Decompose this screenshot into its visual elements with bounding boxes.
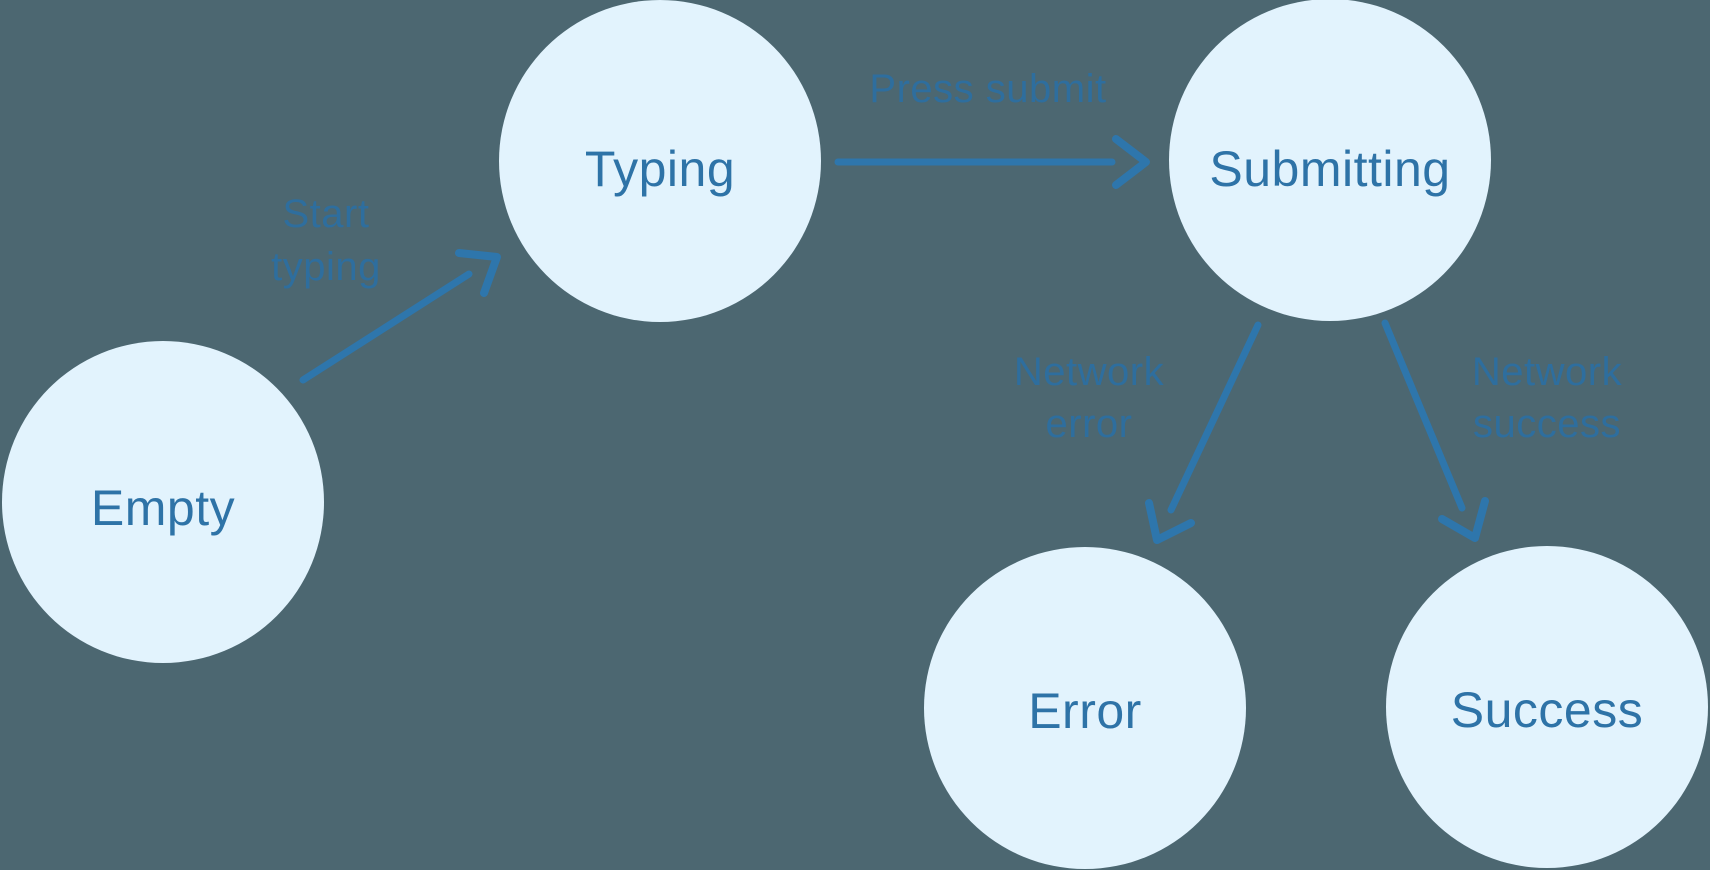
state-node-submitting: Submitting [1169, 0, 1491, 321]
edge-line [1167, 321, 1262, 514]
edge-line [1381, 319, 1466, 512]
edge-label-network-success-line1: Network [1472, 350, 1623, 394]
state-label-error: Error [1028, 683, 1142, 739]
arrowhead-icon [455, 249, 501, 297]
arrowhead-icon [1438, 497, 1489, 542]
state-node-success: Success [1386, 546, 1708, 868]
state-circle [2, 341, 324, 663]
edge-label-network-error-line1: Network [1014, 350, 1165, 394]
arrowhead-icon [1145, 499, 1195, 544]
state-circle [1169, 0, 1491, 321]
state-circle [499, 0, 821, 322]
state-node-empty: Empty [2, 341, 324, 663]
edge-label-network-error-line2: error [1046, 402, 1133, 446]
edge-label-start-typing-line1: Start [283, 192, 370, 236]
edge-label-press-submit: Press submit [869, 67, 1106, 111]
edge-label-network-success-line2: success [1473, 402, 1621, 446]
state-label-typing: Typing [585, 141, 735, 197]
arrowhead-icon [1112, 135, 1150, 189]
state-label-submitting: Submitting [1209, 141, 1450, 197]
state-node-error: Error [924, 547, 1246, 869]
edge-submitting-to-success: Network success [1381, 319, 1623, 542]
state-label-empty: Empty [91, 480, 235, 536]
edge-empty-to-typing: Start typing [271, 192, 501, 384]
edge-label-start-typing-line2: typing [271, 245, 381, 289]
state-node-typing: Typing [499, 0, 821, 322]
edge-submitting-to-error: Network error [1014, 321, 1262, 544]
state-label-success: Success [1451, 682, 1643, 738]
edge-line [299, 270, 473, 384]
state-circle [1386, 546, 1708, 868]
edge-typing-to-submitting: Press submit [834, 67, 1150, 189]
state-circle [924, 547, 1246, 869]
